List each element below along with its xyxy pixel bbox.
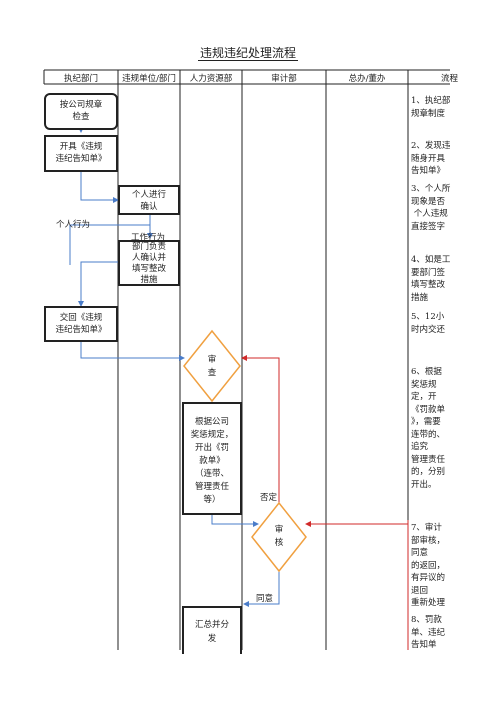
issue-notice-node: 开具《违规 违纪告知单》	[44, 135, 118, 172]
column-header-process: 流程	[440, 74, 458, 84]
process-note-1: 1、执纪部 规章制度	[411, 96, 451, 119]
dept-confirm-node: 部门负责 人确认并 填写整改 措施	[118, 240, 180, 286]
arrow-return-to-review	[80, 342, 185, 361]
hr-penalty-node: 根据公司 奖惩规定， 开出《罚 款单》 （连带、 管理责任 等）	[182, 402, 242, 515]
process-note-5: 5、12小 时内交还	[411, 312, 446, 335]
column-header-audit: 审计部	[271, 74, 297, 84]
column-header-discipline: 执纪部门	[63, 74, 98, 84]
arrow-hr-to-audit	[211, 515, 259, 527]
column-header-hr: 人力资源部	[189, 74, 233, 84]
work-behavior-label: 工作行为	[131, 233, 166, 243]
audit-label: 审 核	[274, 525, 284, 548]
review-diamond	[183, 329, 241, 403]
audit-diamond	[251, 501, 307, 573]
review-label: 审 查	[207, 355, 217, 378]
page-title: 违规违纪处理流程	[197, 46, 298, 61]
process-note-8: 8、罚款 单、违纪 告知单	[411, 615, 446, 650]
deny-label: 否定	[260, 493, 278, 503]
agree-label: 同意	[256, 594, 274, 604]
process-note-7: 7、审计 部审核， 同意 的返回， 有异议的 退回 重新处理	[411, 523, 446, 608]
column-header-general-office: 总办/董办	[348, 74, 386, 84]
arrow-dept-to-return	[78, 261, 118, 307]
summary-node: 汇总并分 发	[182, 606, 242, 654]
process-note-6: 6、根据 奖惩规 定，开 《罚款单 》，需要 连带的、 追究 管理责任 的，分别…	[411, 367, 446, 490]
arrow-notice-to-confirm	[80, 171, 119, 203]
process-note-3: 3、个人所 现象是否 个人违规 直接签字	[411, 184, 451, 232]
arrow-agree	[243, 568, 280, 607]
process-note-4: 4、如是工 要部门签 填写整改 措施	[411, 255, 451, 303]
start-node: 按公司规章 检查	[44, 93, 118, 130]
arrow-deny	[241, 355, 280, 506]
return-notice-node: 交回《违规 违纪告知单》	[44, 306, 118, 342]
connector-personal	[69, 224, 150, 265]
process-note-2: 2、发现违 随身开具 告知单》	[411, 141, 451, 176]
column-header-violating-unit: 违规单位/部门	[122, 74, 176, 84]
confirm-node: 个人进行 确认	[118, 185, 180, 215]
personal-behavior-label: 个人行为	[56, 220, 91, 230]
